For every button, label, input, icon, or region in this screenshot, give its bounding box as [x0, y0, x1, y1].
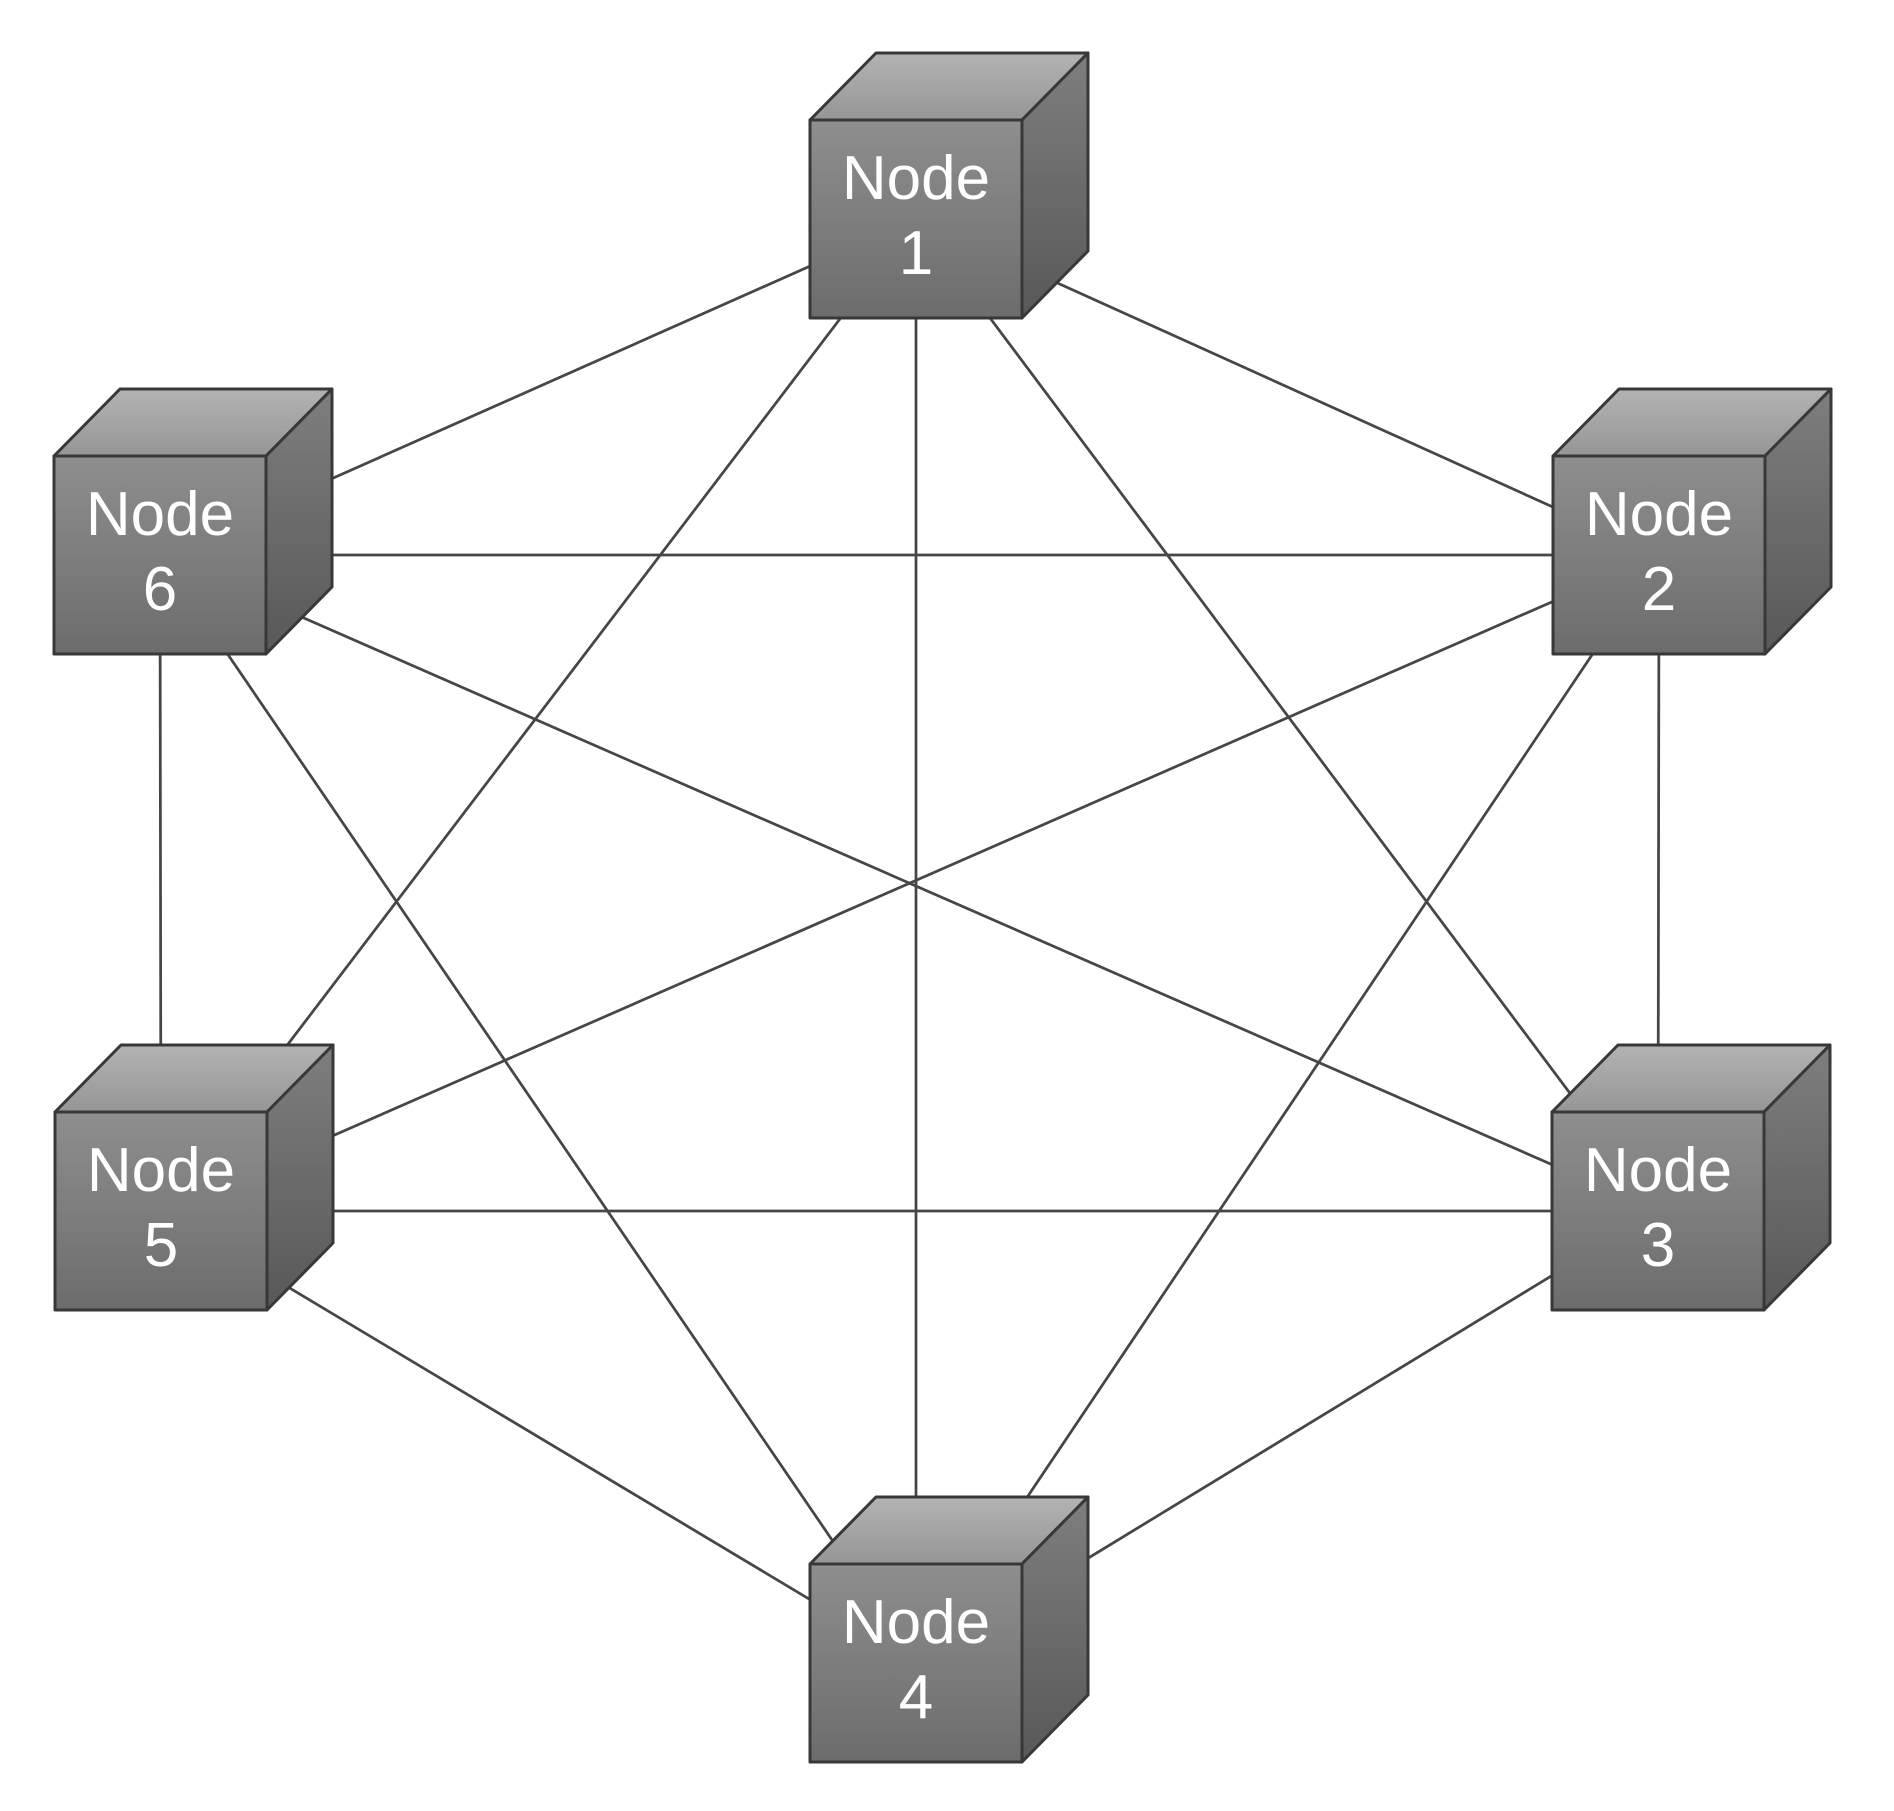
node-label-word: Node	[87, 1136, 235, 1205]
cube-front-face	[52, 454, 268, 656]
node-label-number: 6	[143, 555, 177, 624]
node-label-word: Node	[1584, 1136, 1732, 1205]
node-label-word: Node	[842, 144, 990, 213]
node-label-number: 2	[1642, 555, 1676, 624]
node-label-number: 3	[1641, 1211, 1675, 1280]
node-label-number: 1	[899, 219, 933, 288]
edge-line-node1-node3	[914, 218, 1660, 1212]
node-label-word: Node	[86, 480, 234, 549]
node-label-number: 5	[144, 1211, 178, 1280]
cube-front-face	[1551, 454, 1767, 656]
cube-front-face	[808, 118, 1024, 320]
cube-front-face	[808, 1562, 1024, 1764]
node-label-number: 4	[899, 1663, 933, 1732]
edge-line-node2-node4	[914, 554, 1661, 1664]
edge-line-node4-node6	[158, 554, 918, 1664]
cube-front-face	[1550, 1110, 1766, 1312]
node-label-word: Node	[1585, 480, 1733, 549]
edges-layer	[158, 217, 1661, 1665]
cube-front-face	[53, 1110, 269, 1312]
edge-line-node3-node6	[159, 553, 1659, 1213]
node-label-word: Node	[842, 1588, 990, 1657]
